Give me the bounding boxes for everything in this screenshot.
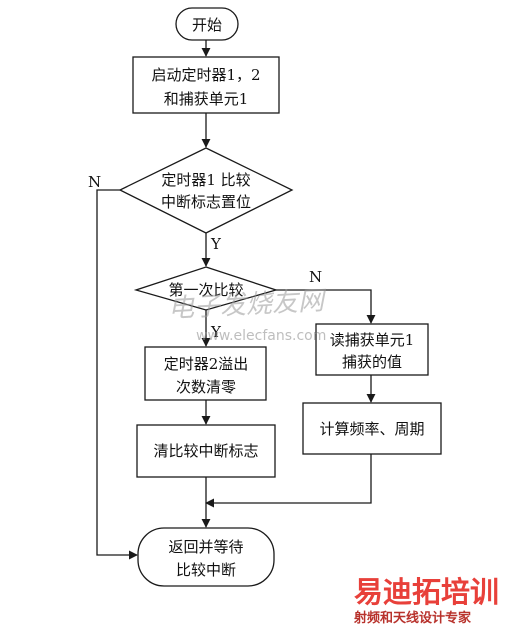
connector-decision-no-loop <box>96 189 138 560</box>
decision-first-compare: 第一次比较 <box>133 266 279 311</box>
clear-overflow-line1: 定时器2溢出 <box>164 355 249 373</box>
label-yes-first: Y <box>210 323 222 341</box>
end-line2: 比较中断 <box>176 561 236 579</box>
clear-flag-label: 清比较中断标志 <box>153 442 258 460</box>
init-timers-line1: 启动定时器1，2 <box>151 66 260 84</box>
decision-compare-line1: 定时器1 比较 <box>161 171 250 189</box>
connector-first-no <box>276 289 376 324</box>
init-timers-box: 启动定时器1，2 和捕获单元1 <box>132 56 280 114</box>
end-terminal: 返回并等待 比较中断 <box>137 527 275 587</box>
label-no-compare: N <box>88 173 101 191</box>
watermark-site-url: www.elecfans.com <box>196 328 326 344</box>
read-capture-box: 读捕获单元1 捕获的值 <box>315 323 429 376</box>
decision-first-label: 第一次比较 <box>168 281 243 299</box>
label-yes-compare: Y <box>210 235 222 253</box>
read-capture-line1: 读捕获单元1 <box>330 331 415 349</box>
watermark-brand-sub: 射频和天线设计专家 <box>353 610 472 626</box>
clear-overflow-line2: 次数清零 <box>176 378 236 396</box>
connector-calc-to-merge <box>205 454 372 508</box>
clear-overflow-box: 定时器2溢出 次数清零 <box>144 346 267 401</box>
watermark-site: 电子发烧友网 www.elecfans.com <box>167 286 327 344</box>
start-label: 开始 <box>192 16 222 34</box>
watermark-brand: 易迪拓培训 射频和天线设计专家 <box>353 575 499 626</box>
decision-compare-flag: 定时器1 比较 中断标志置位 <box>118 147 294 234</box>
read-capture-line2: 捕获的值 <box>342 353 402 371</box>
start-terminal: 开始 <box>175 7 239 41</box>
label-no-first: N <box>309 268 322 286</box>
calc-freq-box: 计算频率、周期 <box>302 402 442 455</box>
calc-freq-label: 计算频率、周期 <box>319 420 424 438</box>
end-line1: 返回并等待 <box>168 538 243 556</box>
init-timers-line2: 和捕获单元1 <box>164 90 249 108</box>
clear-flag-box: 清比较中断标志 <box>136 424 276 478</box>
decision-compare-line2: 中断标志置位 <box>161 193 251 211</box>
watermark-brand-cn: 易迪拓培训 <box>354 575 499 609</box>
